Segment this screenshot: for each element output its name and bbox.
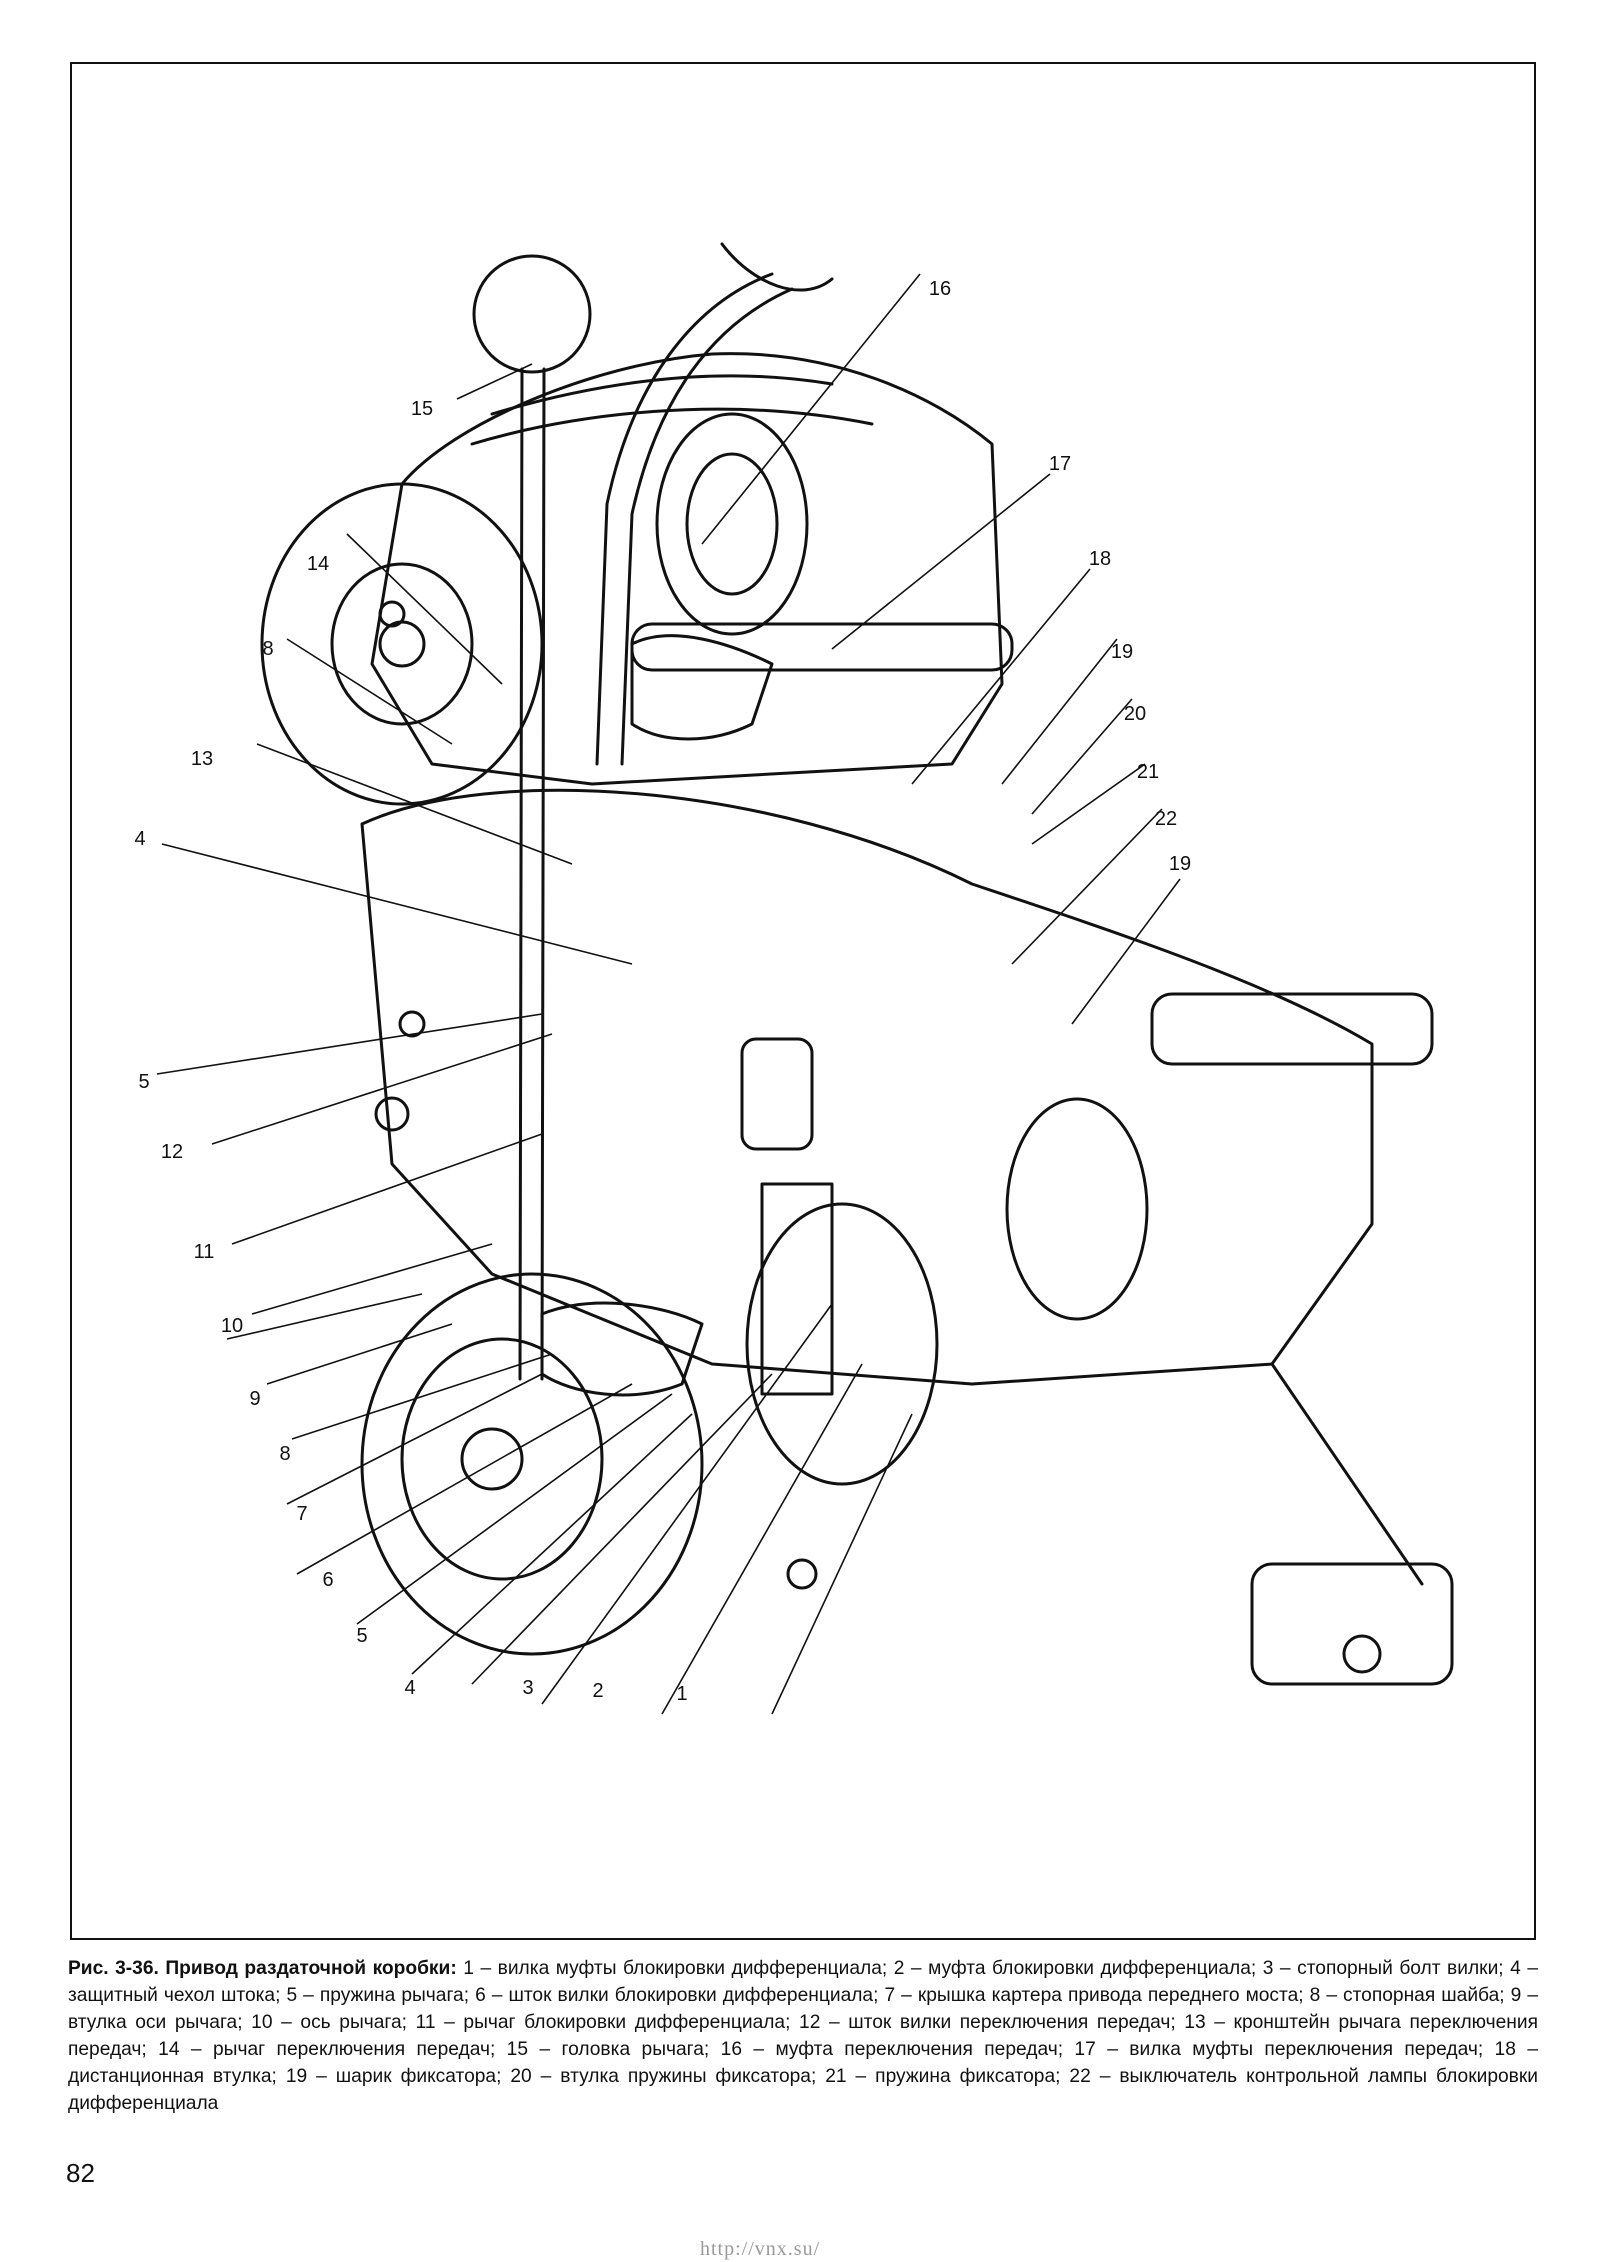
callout-19-lower: 19: [1168, 853, 1192, 875]
callout-22: 22: [1154, 808, 1178, 830]
lower-boot: [540, 1301, 704, 1397]
leader-lines: [156, 273, 1181, 1715]
upper-housing: [370, 352, 1004, 786]
callout-7: 7: [296, 1503, 308, 1525]
callout-10: 10: [220, 1315, 244, 1337]
lower-flange: [360, 1272, 704, 1656]
callout-2: 2: [592, 1680, 604, 1702]
callout-4-lower: 4: [404, 1677, 416, 1699]
callout-13: 13: [190, 748, 214, 770]
callout-19-upper: 19: [1110, 641, 1134, 663]
callout-3: 3: [522, 1677, 534, 1699]
figure-label: Рис. 3-36. Привод раздаточной коробки:: [68, 1958, 457, 1979]
upper-flange: [260, 482, 544, 806]
fork-1: [760, 1182, 834, 1396]
callout-5-upper: 5: [138, 1071, 150, 1093]
lever-14: [595, 272, 794, 766]
callout-15: 15: [410, 398, 434, 420]
callout-12: 12: [160, 1141, 184, 1163]
callout-20: 20: [1123, 703, 1147, 725]
transfer-case-drawing: [156, 242, 1454, 1715]
callout-21: 21: [1136, 761, 1160, 783]
callout-8-upper: 8: [262, 638, 274, 660]
ring-gear: [745, 1202, 939, 1486]
switch-22: [740, 1037, 814, 1151]
callout-9: 9: [249, 1388, 261, 1410]
lever-knob-15: [472, 254, 592, 374]
callout-16: 16: [928, 278, 952, 300]
upper-boot: [630, 634, 774, 741]
callout-14: 14: [306, 553, 330, 575]
output-shaft: [1150, 992, 1434, 1066]
callout-17: 17: [1048, 453, 1072, 475]
callout-18: 18: [1088, 548, 1112, 570]
upper-gear: [655, 412, 809, 636]
figure-frame: 16 15 17 18 14 8 19 20 13 21 22 4 19 5 1…: [70, 62, 1536, 1940]
watermark: http://vnx.su/: [700, 2238, 821, 2260]
callout-4-upper: 4: [134, 828, 146, 850]
caption-text: 1 – вилка муфты блокировки дифференциала…: [68, 1958, 1539, 2114]
upper-shift-rod: [630, 622, 1014, 672]
callout-11: 11: [193, 1241, 215, 1263]
figure-caption: Рис. 3-36. Привод раздаточной коробки: 1…: [68, 1955, 1538, 2117]
lower-housing: [360, 788, 1374, 1386]
callout-6: 6: [322, 1569, 334, 1591]
callout-8-lower: 8: [279, 1443, 291, 1465]
page-number: 82: [66, 2158, 95, 2188]
callout-1: 1: [676, 1683, 688, 1705]
callout-5-lower: 5: [356, 1625, 368, 1647]
